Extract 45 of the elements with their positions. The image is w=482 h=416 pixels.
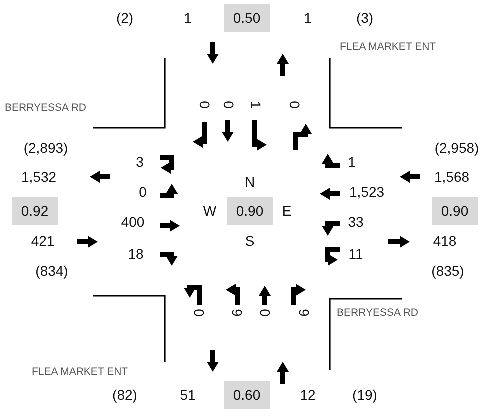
volume-label: (835) bbox=[432, 264, 464, 278]
volume-label: 421 bbox=[31, 234, 55, 248]
volume-label: 0 bbox=[192, 309, 206, 317]
factor-value: 0.60 bbox=[224, 381, 270, 409]
volume-label: (3) bbox=[356, 11, 374, 25]
volume-label: (2) bbox=[116, 11, 134, 25]
volume-label: E bbox=[282, 204, 292, 218]
volume-label: 0 bbox=[288, 101, 302, 109]
factor-value: 0.50 bbox=[224, 4, 270, 32]
street-name: BERRYESSA RD bbox=[337, 308, 419, 318]
volume-label: (834) bbox=[36, 264, 68, 278]
volume-label: W bbox=[203, 204, 217, 218]
volume-label: (2,958) bbox=[434, 141, 480, 155]
volume-label: 0 bbox=[258, 309, 272, 317]
volume-label: N bbox=[244, 175, 256, 189]
volume-label: 33 bbox=[348, 215, 364, 229]
volume-label: 1 bbox=[304, 11, 312, 25]
volume-label: (82) bbox=[112, 388, 138, 402]
street-name: FLEA MARKET ENT bbox=[340, 42, 436, 52]
volume-label: 400 bbox=[121, 215, 145, 229]
factor-value: 0.90 bbox=[432, 197, 478, 225]
volume-label: 3 bbox=[136, 155, 144, 169]
volume-label: 1 bbox=[348, 155, 356, 169]
volume-label: 418 bbox=[433, 234, 457, 248]
volume-label: 6 bbox=[230, 309, 244, 317]
volume-label: 0 bbox=[139, 185, 147, 199]
volume-label: 1 bbox=[184, 11, 192, 25]
volume-label: (2,893) bbox=[24, 141, 68, 155]
volume-label: 12 bbox=[300, 388, 316, 402]
volume-label: 1,523 bbox=[349, 185, 385, 199]
volume-label: 11 bbox=[348, 247, 364, 261]
volume-label: 0 bbox=[198, 101, 212, 109]
volume-label: 18 bbox=[128, 247, 144, 261]
volume-label: 51 bbox=[180, 388, 196, 402]
street-name: BERRYESSA RD bbox=[5, 102, 87, 114]
street-name: FLEA MARKET ENT bbox=[32, 366, 128, 378]
volume-label: 6 bbox=[297, 309, 311, 317]
factor-value: 0.90 bbox=[227, 197, 273, 225]
volume-label: 0 bbox=[222, 101, 236, 109]
volume-label: S bbox=[245, 234, 255, 248]
volume-label: 1,532 bbox=[21, 170, 57, 184]
volume-label: 1 bbox=[249, 101, 263, 109]
volume-label: (19) bbox=[352, 388, 378, 402]
factor-value: 0.92 bbox=[12, 197, 58, 225]
volume-label: 1,568 bbox=[434, 170, 470, 184]
